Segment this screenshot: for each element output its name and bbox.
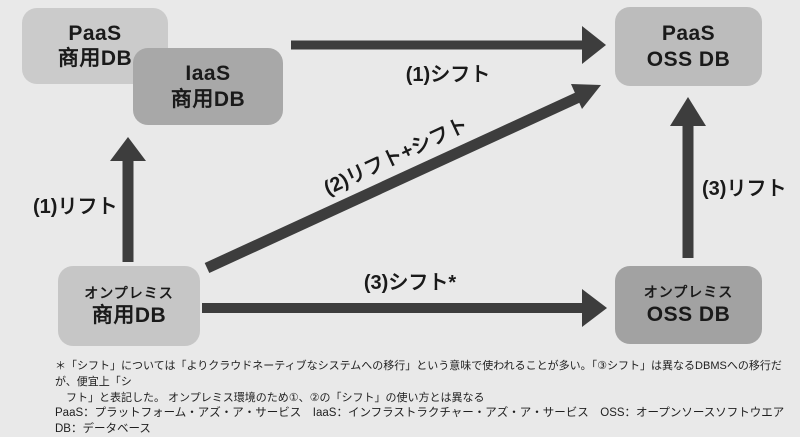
box-paas-oss-line2: OSS DB <box>646 47 731 71</box>
arrow-shift1 <box>291 26 606 64</box>
box-paas-oss-db: PaaS OSS DB <box>615 7 762 86</box>
arrow-lift1 <box>110 137 146 262</box>
box-onprem-commercial-db: オンプレミス 商用DB <box>58 266 200 346</box>
box-iaas-commercial-line2: 商用DB <box>170 87 246 111</box>
arrow-lift-shift2 <box>204 84 601 273</box>
label-lift3: (3)リフト <box>702 178 787 200</box>
box-onprem-oss-db: オンプレミス OSS DB <box>615 266 762 344</box>
box-paas-commercial-line2: 商用DB <box>57 47 133 70</box>
label-shift1: (1)シフト <box>405 64 491 86</box>
label-shift3: (3)シフト* <box>363 272 457 294</box>
box-onprem-commercial-line1: オンプレミス <box>84 285 174 302</box>
footnote: ＊「シフト」については「よりクラウドネーティブなシステムへの移行」という意味で使… <box>55 359 785 407</box>
abbreviation-legend: PaaS：プラットフォーム・アズ・ア・サービス IaaS：インフラストラクチャー… <box>55 407 796 435</box>
footnote-line1: ＊「シフト」については「よりクラウドネーティブなシステムへの移行」という意味で使… <box>55 360 782 388</box>
label-lift1: (1)リフト <box>33 196 118 218</box>
box-iaas-commercial-db: IaaS 商用DB <box>133 48 283 125</box>
box-iaas-commercial-line1: IaaS <box>185 62 231 86</box>
arrow-lift3 <box>670 97 706 258</box>
box-onprem-oss-line1: オンプレミス <box>643 284 734 301</box>
box-onprem-commercial-line2: 商用DB <box>91 303 167 327</box>
arrow-shift3 <box>202 289 607 327</box>
footnote-line2: フト」と表記した。 オンプレミス環境のため①、②の「シフト」の使い方とは異なる <box>66 391 485 404</box>
box-paas-commercial-line1: PaaS <box>68 21 122 45</box>
box-onprem-oss-line2: OSS DB <box>646 302 731 326</box>
box-paas-oss-line1: PaaS <box>661 22 716 46</box>
